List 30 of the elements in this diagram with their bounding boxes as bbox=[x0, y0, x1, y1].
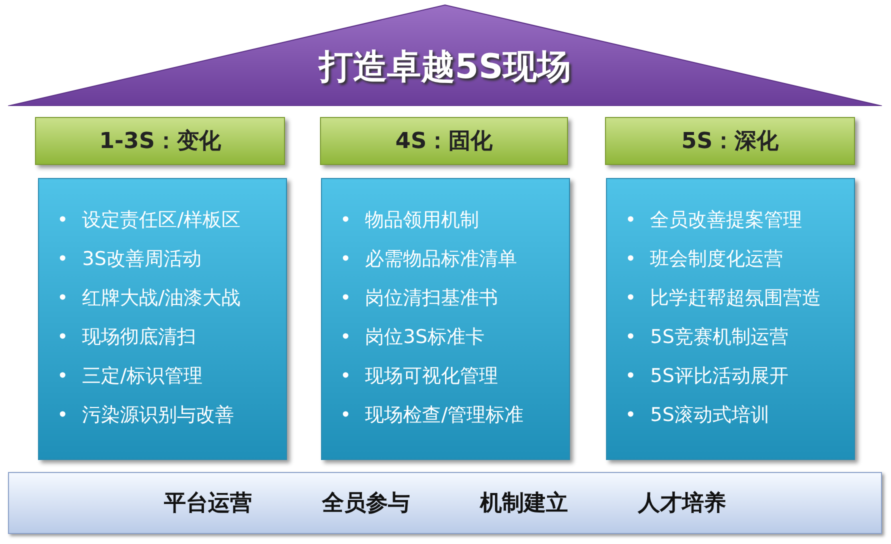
list-item: • 5S滚动式培训 bbox=[625, 403, 770, 428]
pillar-header: 1-3S：变化 bbox=[35, 117, 285, 165]
roof-title: 打造卓越5S现场 bbox=[318, 46, 572, 89]
list-item: • 三定/标识管理 bbox=[57, 364, 203, 389]
list-item: • 现场可视化管理 bbox=[340, 364, 498, 389]
list-item: • 5S评比活动展开 bbox=[625, 364, 788, 389]
foundation-label: 人才培养 bbox=[638, 490, 726, 518]
list-item: • 岗位3S标准卡 bbox=[340, 325, 484, 350]
list-item: • 设定责任区/样板区 bbox=[57, 208, 241, 233]
list-item: • 岗位清扫基准书 bbox=[340, 286, 498, 311]
list-item: • 必需物品标准清单 bbox=[340, 247, 518, 272]
list-item: • 比学赶帮超氛围营造 bbox=[625, 286, 822, 311]
list-item: • 现场检查/管理标准 bbox=[340, 403, 524, 428]
pillar-panel bbox=[606, 178, 855, 460]
list-item: • 班会制度化运营 bbox=[625, 247, 784, 272]
list-item: • 现场彻底清扫 bbox=[57, 325, 196, 350]
pillar-header: 4S：固化 bbox=[320, 117, 568, 165]
pillar-header: 5S：深化 bbox=[605, 117, 855, 165]
foundation-label: 平台运营 bbox=[164, 490, 252, 518]
list-item: • 5S竞赛机制运营 bbox=[625, 325, 788, 350]
list-item: • 红牌大战/油漆大战 bbox=[57, 286, 241, 311]
pillar-panel bbox=[321, 178, 570, 460]
foundation-label: 全员参与 bbox=[322, 490, 410, 518]
list-item: • 物品领用机制 bbox=[340, 208, 480, 233]
list-item: • 污染源识别与改善 bbox=[57, 403, 234, 428]
pillar-panel bbox=[38, 178, 287, 460]
list-item: • 全员改善提案管理 bbox=[625, 208, 802, 233]
foundation-bar bbox=[8, 472, 882, 534]
foundation-label: 机制建立 bbox=[480, 490, 568, 518]
list-item: • 3S改善周活动 bbox=[57, 247, 202, 272]
